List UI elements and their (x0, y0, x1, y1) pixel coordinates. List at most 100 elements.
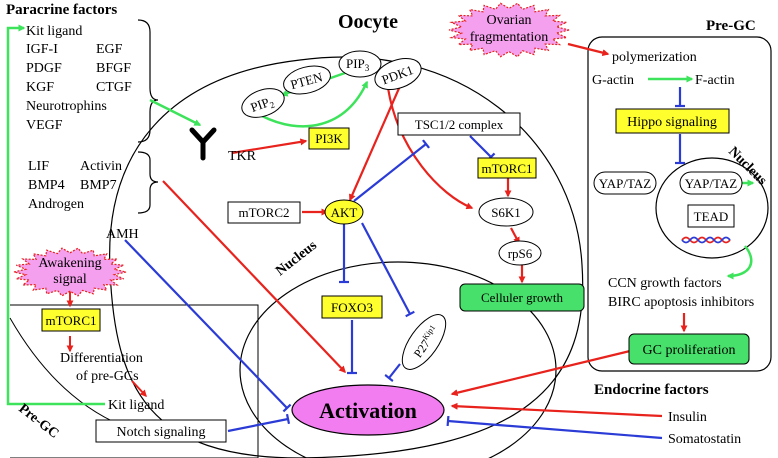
arrow-pdk1-to-akt (348, 85, 402, 202)
akt-node (324, 199, 364, 225)
ovarian-line1: Ovarian (486, 13, 531, 28)
factor-neurotrophins: Neurotrophins (26, 99, 107, 114)
mtorc2-box (227, 201, 301, 224)
brace-paracrine (137, 19, 159, 143)
pip3-label: PIP3 (346, 56, 370, 73)
arrow-pdk1-to-s6k1 (386, 87, 474, 210)
brace-other (137, 151, 159, 214)
pi3k-label: PI3K (315, 131, 343, 146)
dna-helix-icon (681, 236, 731, 244)
arrow-tead-to-ccn (726, 245, 753, 280)
notch-signaling-label: Notch signaling (116, 425, 205, 440)
gc-proliferation-label: GC proliferation (643, 343, 736, 358)
factor-bmp4: BMP4 (28, 178, 65, 193)
factor-vegf: VEGF (26, 118, 63, 133)
pdk1-node (374, 57, 422, 91)
pregc-diff-line1: Differentiation (60, 351, 143, 366)
endocrine-insulin: Insulin (668, 410, 707, 425)
pre-gc-right-cell (587, 36, 772, 372)
pip2-node (241, 88, 285, 118)
arrow-kit-ligand-loop (6, 24, 105, 406)
s6k1-label: S6K1 (491, 205, 521, 220)
polymerization-label: polymerization (612, 50, 697, 65)
foxo3-box (321, 295, 383, 319)
rps6-label: rpS6 (508, 246, 533, 261)
p27-node (401, 314, 447, 370)
factor-kit-ligand: Kit ligand (26, 24, 82, 39)
pregc-right-title: Pre-GC (706, 18, 756, 34)
inhibit-somatostatin-to-activation (446, 415, 663, 440)
f-actin-label: F-actin (695, 73, 735, 88)
gc-proliferation-box (628, 333, 750, 365)
pi3k-box (308, 127, 350, 150)
factor-lif: LIF (28, 159, 49, 174)
ovarian-fragmentation-burst (448, 2, 570, 58)
birc-label: BIRC apoptosis inhibitors (608, 295, 754, 310)
arrow-s6k1-to-rps6 (510, 227, 520, 245)
inhibit-tsc-to-mtorc1 (469, 135, 496, 162)
s6k1-node (478, 197, 534, 227)
pregc-mtorc1-box (41, 308, 101, 332)
awakening-signal-burst (13, 247, 127, 297)
ovarian-line2: fragmentation (470, 30, 549, 45)
endocrine-somatostatin: Somatostatin (668, 432, 741, 447)
oocyte-title: Oocyte (338, 11, 398, 33)
awakening-line1: Awakening (38, 256, 101, 271)
pten-node (283, 65, 331, 95)
factor-egf: EGF (96, 42, 123, 57)
hippo-signaling-label: Hippo signaling (627, 115, 717, 130)
oocyte-cell (109, 56, 584, 458)
factor-androgen: Androgen (28, 197, 84, 212)
arrow-paracrine-to-tkr (149, 98, 202, 127)
mtorc1-label: mTORC1 (481, 161, 532, 176)
pre-gc-right-nucleus (655, 157, 769, 259)
awakening-line2: signal (53, 272, 87, 287)
yap-taz-cytoplasm (593, 171, 657, 195)
yap-taz-nucleus (679, 171, 743, 195)
celluler-growth-label: Celluler growth (481, 290, 563, 305)
tsc-box (397, 112, 521, 136)
arrow-insulin-to-activation (450, 402, 663, 418)
pip3-node (338, 50, 382, 78)
celluler-growth-box (459, 283, 585, 312)
tkr-label: TKR (228, 149, 257, 164)
rps6-node (498, 240, 542, 266)
yap-taz-cytoplasm-label: YAP/TAZ (599, 176, 651, 191)
inhibit-akt-to-p27 (361, 222, 415, 318)
inhibit-notch-to-activation (227, 413, 291, 433)
factor-activin: Activin (80, 159, 122, 174)
factor-kgf: KGF (26, 80, 54, 95)
inhibit-amh-to-activation (124, 239, 292, 413)
mtorc2-label: mTORC2 (238, 205, 289, 220)
foxo3-label: FOXO3 (331, 300, 373, 315)
pregc-mtorc1-label: mTORC1 (45, 313, 96, 328)
amh-label: AMH (106, 227, 139, 242)
notch-signaling-box (95, 419, 227, 443)
pregc-diff-line2: of pre-GCs (76, 369, 139, 384)
activation-label: Activation (319, 398, 417, 423)
endocrine-title: Endocrine factors (594, 382, 709, 398)
arrow-ovarian-to-polymerization (567, 42, 610, 57)
inhibit-p27-to-activation (384, 363, 401, 382)
pip2-label: PIP2 (248, 93, 276, 117)
tkr-receptor-icon (189, 127, 217, 161)
factor-pdgf: PDGF (26, 61, 62, 76)
arrow-diff-to-kit (131, 380, 147, 398)
mtorc1-box (477, 157, 537, 179)
activation-node (291, 384, 445, 436)
arrow-tkr-to-pi3k (231, 138, 308, 155)
oocyte-nucleus-label: Nucleus (273, 238, 320, 279)
inhibit-akt-to-tsc (353, 139, 430, 202)
g-actin-label: G-actin (592, 73, 634, 88)
factor-ctgf: CTGF (96, 80, 132, 95)
akt-label: AKT (331, 205, 358, 220)
arrow-pi3k-pip2-to-pip3 (261, 80, 369, 128)
yap-taz-nucleus-label: YAP/TAZ (685, 176, 737, 191)
factor-bmp7: BMP7 (80, 178, 117, 193)
arrow-prolif-to-activation (450, 349, 631, 397)
hippo-signaling-box (615, 108, 730, 134)
pregc-left-label: Pre-GC (16, 401, 62, 441)
paracrine-title: Paracrine factors (6, 2, 117, 18)
